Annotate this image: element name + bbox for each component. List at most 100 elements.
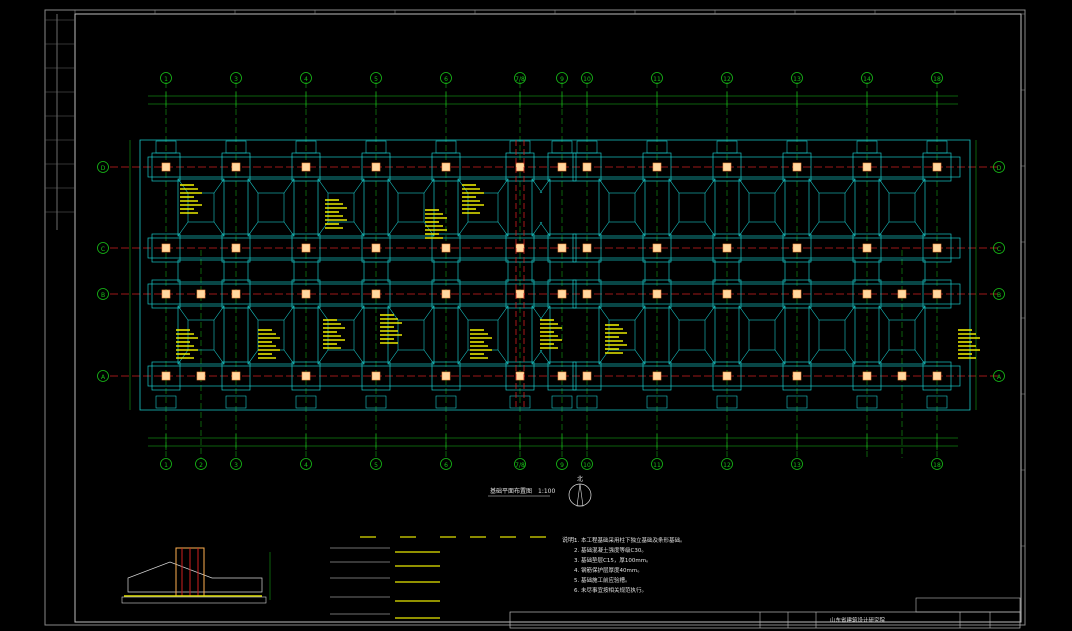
title-block-top (915, 597, 1021, 613)
pad-projection (551, 395, 573, 409)
footing-pad (712, 233, 742, 263)
footing-pad (151, 361, 181, 391)
footing-panel-inner (187, 319, 215, 351)
pad-projection (155, 140, 177, 154)
footing-panel (247, 259, 295, 283)
column-marker (722, 371, 732, 381)
axis-label-bottom: 10 (583, 462, 591, 469)
axis-bubble-bottom (370, 458, 382, 470)
column-marker (582, 289, 592, 299)
pad-projection (786, 140, 808, 154)
column-marker (161, 243, 171, 253)
footing-pad (361, 233, 391, 263)
column-marker (231, 371, 241, 381)
footing-pad (431, 279, 461, 309)
axis-label-top: 5 (374, 76, 378, 83)
column-marker (652, 162, 662, 172)
axis-bubble-row (97, 161, 109, 173)
note-line: 2. 基础混凝土强度等级C30。 (574, 546, 647, 554)
footing-pad (547, 233, 577, 263)
column-marker (722, 162, 732, 172)
note-line: 6. 未尽事宜按相关规范执行。 (574, 586, 647, 594)
axis-bubble-row (97, 370, 109, 382)
axis-label-top: 12 (723, 76, 731, 83)
footing-pad (642, 233, 672, 263)
footing-panel (668, 178, 716, 237)
axis-bubble-row (993, 161, 1005, 173)
axis-label-row: D (101, 165, 106, 172)
axis-bubble-top (791, 72, 803, 84)
footing-panel (598, 178, 646, 237)
footing-panel-inner (888, 319, 916, 351)
axis-label-row: D (997, 165, 1002, 172)
axis-label-bottom: 18 (933, 462, 941, 469)
column-marker (792, 371, 802, 381)
column-marker (897, 371, 907, 381)
note-line: 5. 基础施工前应验槽。 (574, 576, 631, 584)
pad-projection (856, 395, 878, 409)
drawing-frame (44, 9, 1026, 626)
footing-pad (151, 279, 181, 309)
pad-projection (155, 395, 177, 409)
axis-bubble-top (230, 72, 242, 84)
column-marker (196, 289, 206, 299)
footing-panel (598, 259, 646, 283)
footing-panel (177, 178, 225, 237)
column-marker (371, 243, 381, 253)
axis-label-top: 18 (933, 76, 941, 83)
footing-panel (531, 178, 551, 237)
axis-bubble-top (556, 72, 568, 84)
pad-projection (435, 395, 457, 409)
footing-pad (431, 361, 461, 391)
footing-pad (782, 233, 812, 263)
pad-projection (926, 140, 948, 154)
axis-bubble-bottom (721, 458, 733, 470)
section-pad (121, 596, 267, 604)
footing-boundary (139, 139, 971, 411)
footing-panel (247, 305, 295, 365)
axis-label-top: 13 (793, 76, 801, 83)
axis-label-top: 3 (234, 76, 238, 83)
axis-bubble-top (370, 72, 382, 84)
axis-bubble-top (160, 72, 172, 84)
axis-label-bottom: 4 (304, 462, 308, 469)
footing-panel-inner (327, 319, 355, 351)
column-marker (862, 243, 872, 253)
column-marker (371, 162, 381, 172)
footing-section (127, 561, 263, 593)
column-marker (792, 162, 802, 172)
axis-bubble-bottom (300, 458, 312, 470)
axis-label-bottom: 13 (793, 462, 801, 469)
footing-panel-inner (608, 192, 636, 223)
footing-panel-inner (678, 192, 706, 223)
pad-projection (716, 395, 738, 409)
axis-label-bottom: 2 (199, 462, 203, 469)
footing-pad (922, 233, 952, 263)
footing-panel (317, 259, 365, 283)
column-marker (932, 243, 942, 253)
north-arrow-circle (568, 483, 592, 507)
footing-panel (247, 178, 295, 237)
footing-panel (457, 259, 509, 283)
axis-label-bottom: 9 (560, 462, 564, 469)
axis-label-bottom: 3 (234, 462, 238, 469)
footing-panel (317, 178, 365, 237)
footing-panel (738, 259, 786, 283)
footing-pad (547, 361, 577, 391)
footing-panel (317, 305, 365, 365)
footing-pad (642, 279, 672, 309)
column-marker (231, 289, 241, 299)
axis-label-top: 10 (583, 76, 591, 83)
axis-label-bottom: 5 (374, 462, 378, 469)
footing-pad (712, 279, 742, 309)
pad-projection (646, 140, 668, 154)
north-arrow (576, 483, 584, 507)
column-marker (515, 371, 525, 381)
axis-bubble-row (993, 370, 1005, 382)
footing-pad (291, 361, 321, 391)
footing-pad (782, 279, 812, 309)
column-marker (231, 243, 241, 253)
footing-panel (177, 259, 225, 283)
axis-label-top: 6 (444, 76, 448, 83)
